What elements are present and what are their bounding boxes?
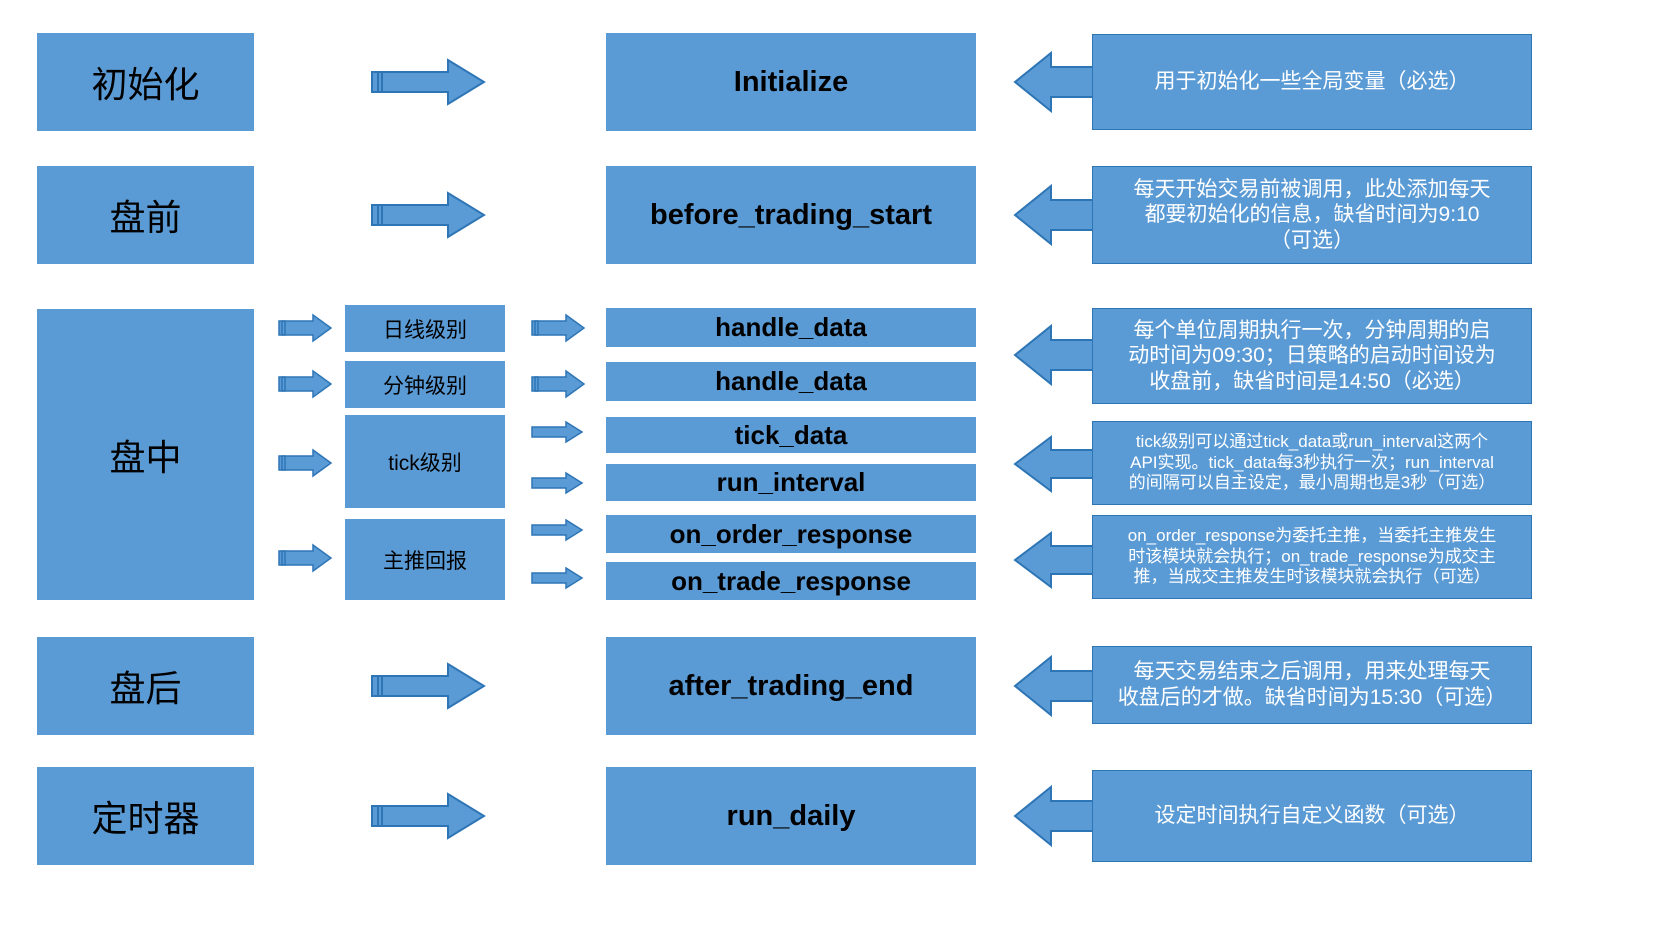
arrow-right-icon xyxy=(370,792,486,840)
note-line: 每天开始交易前被调用，此处添加每天 xyxy=(1133,177,1491,201)
substage-box-minute: 分钟级别 xyxy=(345,361,505,408)
arrow-right-icon xyxy=(277,313,333,343)
api-box-on-trade-response: on_trade_response xyxy=(606,562,976,600)
substage-box-daily: 日线级别 xyxy=(345,305,505,352)
arrow-right-icon xyxy=(277,369,333,399)
note-box-after-trading: 每天交易结束之后调用，用来处理每天 收盘后的才做。缺省时间为15:30（可选） xyxy=(1092,646,1532,724)
arrow-right-icon xyxy=(530,313,586,343)
note-line: 每个单位周期执行一次，分钟周期的启 xyxy=(1133,318,1491,342)
substage-box-tick: tick级别 xyxy=(345,415,505,508)
note-box-before-trading: 每天开始交易前被调用，此处添加每天 都要初始化的信息，缺省时间为9:10 （可选… xyxy=(1092,166,1532,264)
note-line: 动时间为09:30；日策略的启动时间设为 xyxy=(1128,344,1496,368)
api-box-on-order-response: on_order_response xyxy=(606,515,976,553)
api-box-run-daily: run_daily xyxy=(606,767,976,865)
arrow-right-icon xyxy=(277,543,333,573)
api-box-run-interval: run_interval xyxy=(606,464,976,501)
arrow-right-icon xyxy=(530,369,586,399)
note-box-timer: 设定时间执行自定义函数（可选） xyxy=(1092,770,1532,862)
note-line: （可选） xyxy=(1270,228,1354,252)
note-line: on_order_response为委托主推，当委托主推发生 xyxy=(1127,525,1497,545)
stage-box-in-trading: 盘中 xyxy=(37,309,254,600)
arrow-right-icon xyxy=(370,191,486,239)
api-box-initialize: Initialize xyxy=(606,33,976,131)
note-line: 用于初始化一些全局变量（必选） xyxy=(1154,70,1470,94)
note-box-init: 用于初始化一些全局变量（必选） xyxy=(1092,34,1532,130)
note-line: 设定时间执行自定义函数（可选） xyxy=(1154,804,1470,828)
arrow-right-icon xyxy=(277,448,333,478)
stage-box-after-trading: 盘后 xyxy=(37,637,254,735)
stage-box-init: 初始化 xyxy=(37,33,254,131)
stage-box-before-trading: 盘前 xyxy=(37,166,254,264)
note-line: 每天交易结束之后调用，用来处理每天 xyxy=(1133,660,1491,684)
arrow-right-icon xyxy=(530,518,584,542)
note-line: 收盘后的才做。缺省时间为15:30（可选） xyxy=(1117,686,1507,709)
note-line: API实现。tick_data每3秒执行一次；run_interval xyxy=(1130,452,1494,472)
api-box-after-trading-end: after_trading_end xyxy=(606,637,976,735)
api-box-handle-data-minute: handle_data xyxy=(606,362,976,401)
api-box-handle-data-daily: handle_data xyxy=(606,308,976,347)
stage-box-timer: 定时器 xyxy=(37,767,254,865)
note-line: 收盘前，缺省时间是14:50（必选） xyxy=(1149,369,1475,393)
note-line: tick级别可以通过tick_data或run_interval这两个 xyxy=(1135,431,1489,451)
note-line: 时该模块就会执行；on_trade_response为成交主 xyxy=(1128,546,1496,566)
note-box-handle-data: 每个单位周期执行一次，分钟周期的启 动时间为09:30；日策略的启动时间设为 收… xyxy=(1092,308,1532,404)
arrow-right-icon xyxy=(530,566,584,590)
arrow-right-icon xyxy=(370,662,486,710)
api-box-tick-data: tick_data xyxy=(606,417,976,453)
note-box-tick: tick级别可以通过tick_data或run_interval这两个 API实… xyxy=(1092,421,1532,505)
arrow-right-icon xyxy=(530,420,584,444)
note-line: 推，当成交主推发生时该模块就会执行（可选） xyxy=(1133,567,1491,587)
note-line: 的间隔可以自主设定，最小周期也是3秒（可选） xyxy=(1128,473,1496,493)
arrow-right-icon xyxy=(370,58,486,106)
note-line: 都要初始化的信息，缺省时间为9:10 xyxy=(1144,203,1480,227)
note-box-response: on_order_response为委托主推，当委托主推发生 时该模块就会执行；… xyxy=(1092,515,1532,599)
api-box-before-trading-start: before_trading_start xyxy=(606,166,976,264)
substage-box-response: 主推回报 xyxy=(345,519,505,600)
arrow-right-icon xyxy=(530,471,584,495)
